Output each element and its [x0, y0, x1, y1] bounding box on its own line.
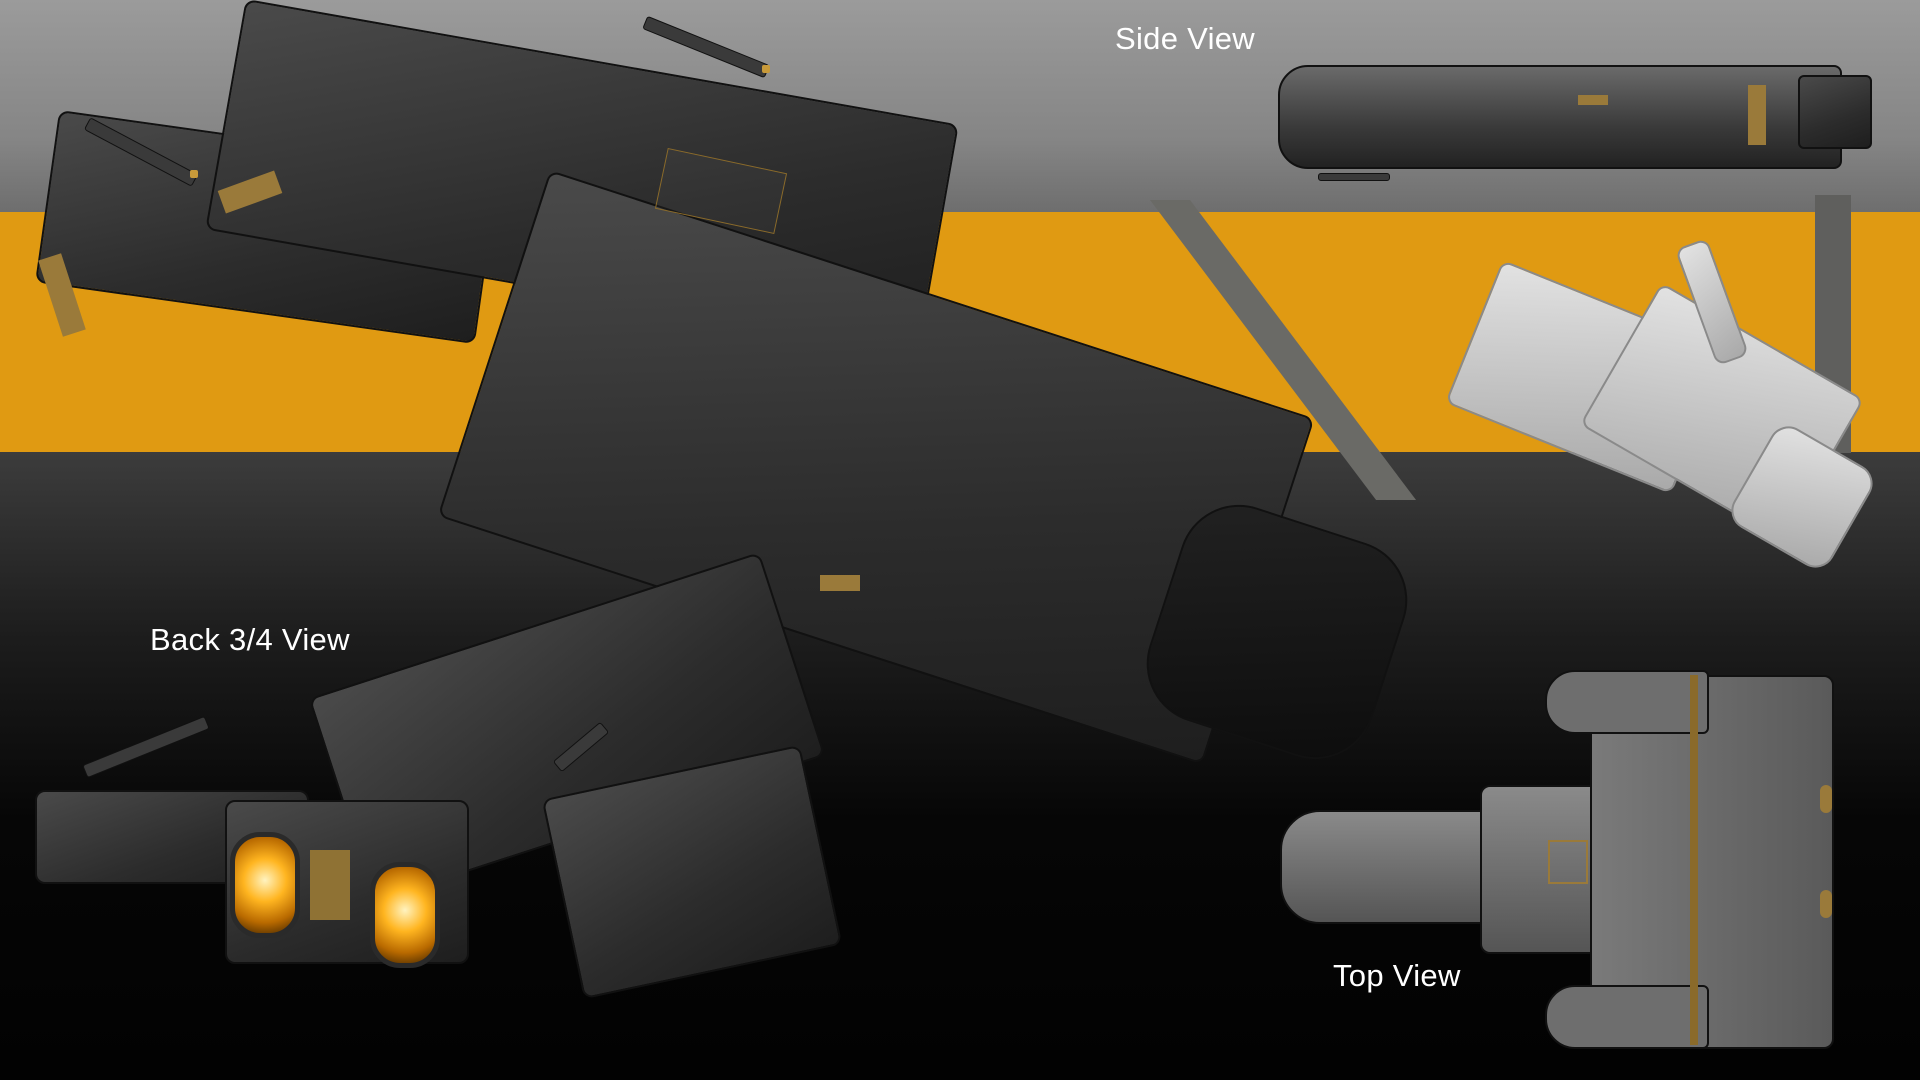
left-engine-glow: [230, 832, 300, 938]
top-front-hull: [1280, 810, 1504, 924]
gold-trim: [1820, 890, 1832, 918]
gun-muzzle: [190, 170, 198, 178]
top-lower-pod: [1545, 985, 1709, 1049]
back-view-render: [30, 551, 860, 1020]
gun-turret: [82, 715, 210, 779]
gun-muzzle: [762, 65, 770, 73]
side-engine: [1798, 75, 1872, 149]
top-view-label: Top View: [1333, 958, 1461, 993]
gold-trim: [1748, 85, 1766, 145]
gun-turret: [1318, 173, 1390, 181]
top-view-render: [1280, 655, 1900, 1065]
top-upper-pod: [1545, 670, 1709, 734]
main-ship-render: [10, 0, 1423, 800]
back-view-label: Back 3/4 View: [150, 622, 350, 657]
gun-turret: [642, 15, 770, 79]
gold-trim: [820, 575, 860, 591]
gold-trim: [1820, 785, 1832, 813]
clay-render: [1445, 237, 1880, 575]
side-view-label: Side View: [1115, 21, 1255, 56]
gold-trim: [1578, 95, 1608, 105]
gold-trim: [310, 850, 350, 920]
side-view-render: [1278, 55, 1878, 185]
right-engine-glow: [370, 862, 440, 968]
gold-trim: [1690, 675, 1698, 1045]
gold-trim: [1548, 840, 1588, 884]
